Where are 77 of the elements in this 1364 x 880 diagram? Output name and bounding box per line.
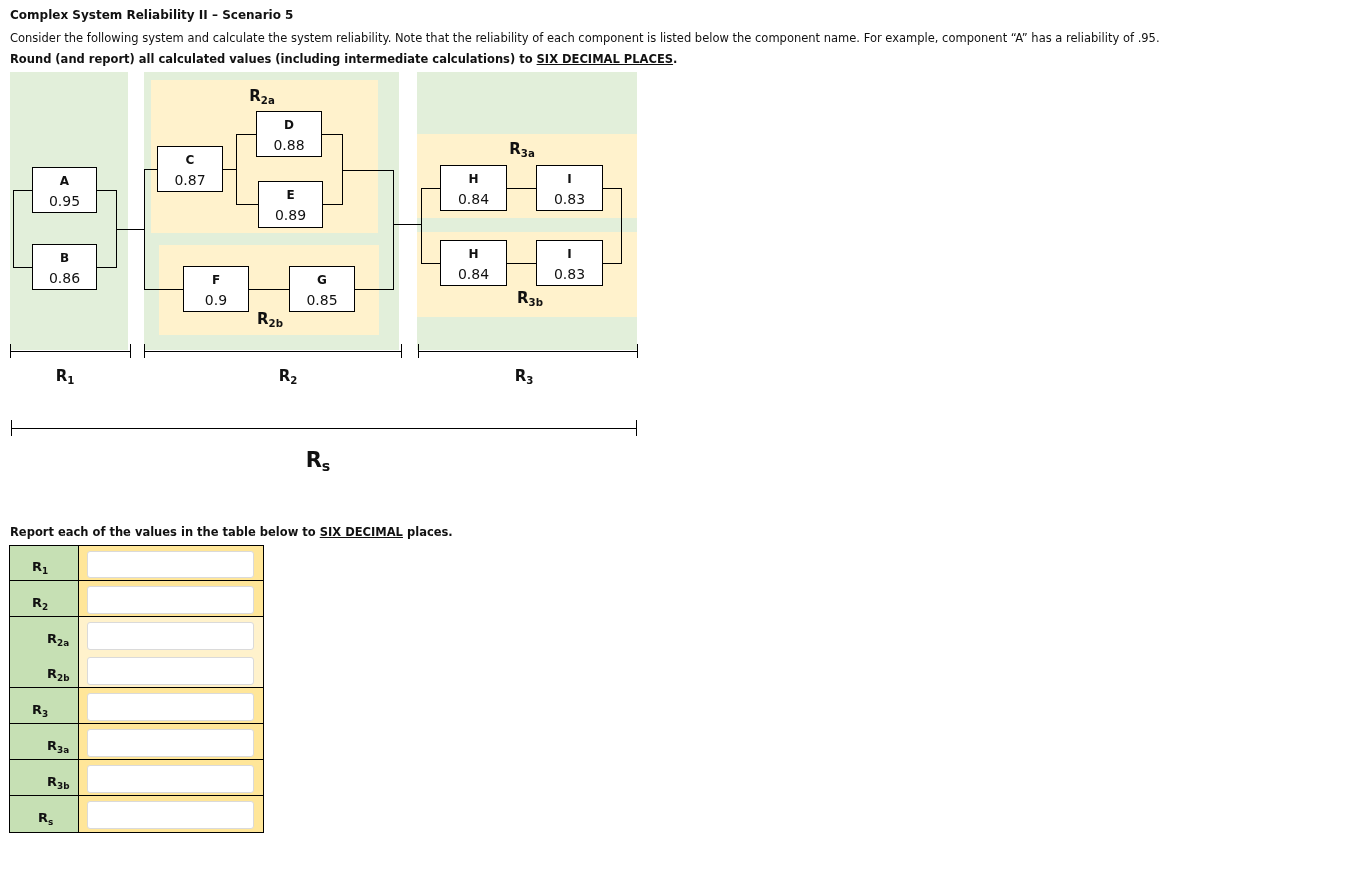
reliability-value: 0.9 xyxy=(204,291,228,309)
dimension-label: R$_{s}$ xyxy=(305,447,331,473)
shaded-band xyxy=(10,72,128,350)
component-letter: I xyxy=(567,246,572,263)
group-label: R$_{3a}$ xyxy=(509,139,535,159)
subgroup-panel xyxy=(417,232,637,317)
instruction-text: Round (and report) all calculated values (including intermediate calculations) to SIX DECIMAL PLACES. xyxy=(10,52,678,67)
component-box xyxy=(258,181,323,228)
component-letter: B xyxy=(59,250,70,267)
connector-line xyxy=(506,262,537,264)
reliability-value: 0.84 xyxy=(457,265,490,283)
reliability-value: 0.89 xyxy=(274,206,307,224)
component-letter: A xyxy=(59,173,70,190)
row-label: R$_{3b}$ xyxy=(47,773,70,791)
connector-line xyxy=(248,288,290,290)
shaded-band xyxy=(144,72,399,350)
reliability-value: 0.84 xyxy=(457,190,490,208)
dimension-label: R$_{1}$ xyxy=(55,366,75,386)
component-letter: F xyxy=(211,272,221,289)
component-letter: D xyxy=(284,117,294,134)
connector-line xyxy=(321,133,343,171)
component-box xyxy=(289,266,355,312)
subgroup-panel xyxy=(151,80,378,233)
component-box xyxy=(440,165,507,211)
component-letter: G xyxy=(317,272,327,289)
reliability-value: 0.95 xyxy=(48,192,81,210)
component-box xyxy=(536,165,603,211)
component-letter: C xyxy=(185,152,195,169)
row-label: R$_{s}$ xyxy=(38,809,54,827)
connector-line xyxy=(96,189,117,230)
connector-line xyxy=(12,189,33,268)
row-label: R$_{3a}$ xyxy=(47,737,70,755)
group-label: R$_{2b}$ xyxy=(257,309,283,329)
connector-line xyxy=(506,187,537,189)
subgroup-panel xyxy=(159,245,379,335)
dimension-label: R$_{2}$ xyxy=(278,366,298,386)
reliability-value: 0.87 xyxy=(174,171,206,189)
row-label: R$_{1}$ xyxy=(32,558,49,576)
reliability-value: 0.83 xyxy=(553,190,586,208)
component-letter: E xyxy=(286,187,295,204)
component-box xyxy=(32,244,97,290)
subgroup-panel xyxy=(417,134,637,218)
dimension-label: R$_{3}$ xyxy=(514,366,534,386)
component-box xyxy=(32,167,97,213)
connector-line xyxy=(341,169,394,225)
row-label: R$_{2}$ xyxy=(32,594,49,612)
instruction-text: Consider the following system and calculate the system reliability. Note that the reliability of each component is listed below the component name. For example, component “A” has a reliability of .95. xyxy=(10,31,1160,46)
component-box xyxy=(256,111,322,157)
page-title: Complex System Reliability II – Scenario 5 xyxy=(10,8,294,23)
component-letter: H xyxy=(468,171,479,188)
connector-line xyxy=(420,223,441,264)
component-letter: I xyxy=(567,171,572,188)
reliability-value: 0.88 xyxy=(273,136,305,154)
connector-line xyxy=(602,187,622,264)
group-label: R$_{3b}$ xyxy=(517,288,543,308)
connector-line xyxy=(392,223,422,225)
row-label: R$_{3}$ xyxy=(32,701,49,719)
reliability-value: 0.83 xyxy=(553,265,586,283)
instruction-text: Report each of the values in the table below to SIX DECIMAL places. xyxy=(10,525,453,540)
row-label: R$_{2b}$ xyxy=(47,665,70,683)
component-box xyxy=(536,240,603,286)
group-label: R$_{2a}$ xyxy=(249,86,275,106)
row-label: R$_{2a}$ xyxy=(47,630,70,648)
connector-line xyxy=(322,169,343,205)
connector-line xyxy=(354,223,394,290)
connector-line xyxy=(235,168,259,205)
connector-line xyxy=(235,133,257,170)
component-box xyxy=(440,240,507,286)
connector-line xyxy=(222,168,237,170)
shaded-band xyxy=(417,72,637,350)
reliability-value: 0.85 xyxy=(306,291,338,309)
component-letter: H xyxy=(468,246,479,263)
connector-line xyxy=(420,187,441,225)
component-box xyxy=(157,146,223,192)
reliability-value: 0.86 xyxy=(48,269,81,287)
connector-line xyxy=(143,168,158,230)
component-box xyxy=(183,266,249,312)
